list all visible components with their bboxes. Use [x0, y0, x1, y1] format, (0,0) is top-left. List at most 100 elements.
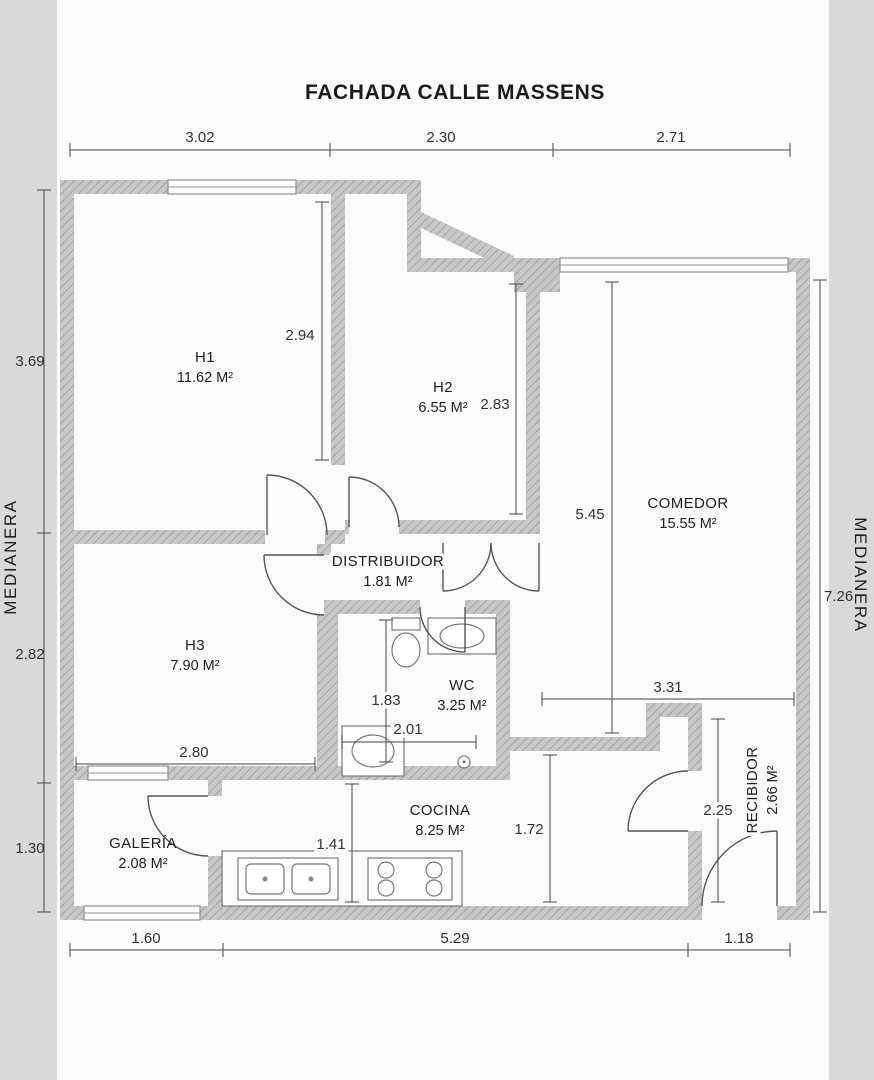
dim-left-1: 3.69 [15, 353, 44, 370]
dim-comedor-left: 5.45 [575, 506, 604, 523]
dim-cocina-left: 1.41 [316, 836, 345, 853]
window-h3-galeria [87, 765, 169, 781]
room-label-recibidor: RECIBIDOR [744, 747, 761, 834]
bottom-wall-c [777, 906, 810, 920]
bottom-wall-b [200, 906, 702, 920]
recibidor-left-wall-a [688, 717, 702, 771]
room-area-comedor: 15.55 M² [659, 516, 716, 532]
sink-drain-left-icon [262, 876, 268, 882]
comedor-bottom-wall [510, 737, 660, 751]
toilet-tank-icon [391, 617, 421, 631]
h2-bottom-wall [399, 520, 540, 534]
wc-top-wall-b [465, 600, 510, 614]
room-area-galeria: 2.08 M² [118, 856, 167, 872]
room-area-h1: 11.62 M² [177, 370, 233, 386]
dim-left-3: 1.30 [15, 840, 44, 857]
door-h3 [263, 554, 325, 616]
step-wall [407, 180, 421, 272]
interior-walls [60, 194, 702, 906]
recibidor-step-connector [646, 703, 660, 751]
window-comedor [559, 257, 789, 273]
right-wall [796, 258, 810, 920]
burner-icon [425, 861, 443, 879]
double-door-comedor [442, 542, 540, 592]
dimension-lines [37, 143, 827, 957]
room-area-wc: 3.25 M² [437, 698, 486, 714]
left-wall [60, 180, 74, 920]
window-galeria [83, 905, 201, 921]
kitchen-counter-icon [221, 850, 463, 907]
toilet-bowl-icon [391, 632, 421, 668]
dim-h2-right: 2.83 [480, 396, 509, 413]
dim-left-2: 2.82 [15, 646, 44, 663]
bottom-wall-a [60, 906, 84, 920]
wc-left-wall [324, 600, 338, 780]
dim-top-1: 3.02 [185, 129, 214, 146]
room-label-wc: WC [449, 677, 475, 694]
room-label-h1: H1 [195, 349, 215, 366]
sink-drain-right-icon [308, 876, 314, 882]
left-margin-strip [0, 0, 57, 1080]
windows [83, 179, 789, 921]
divider-block [514, 272, 560, 292]
window-h1 [167, 179, 297, 195]
wc-top-wall-a [324, 600, 420, 614]
room-label-h2: H2 [433, 379, 453, 396]
room-area-cocina: 8.25 M² [415, 823, 464, 839]
dim-top-3: 2.71 [656, 129, 685, 146]
door-h2 [348, 476, 400, 528]
galeria-cocina-wall-a [208, 780, 222, 796]
room-label-distribuidor: DISTRIBUIDOR [332, 553, 444, 570]
dim-h3-width: 2.80 [179, 744, 208, 761]
h2-comedor-wall [526, 272, 540, 534]
wc-sink-icon [439, 623, 485, 649]
basin-bowl-icon [351, 734, 395, 768]
room-area-distribuidor: 1.81 M² [363, 574, 412, 590]
kitchen-fixtures [221, 850, 463, 907]
dim-wc-height: 1.83 [371, 692, 400, 709]
h1-h3-wall-a [60, 530, 265, 544]
dim-top-2: 2.30 [426, 129, 455, 146]
burner-icon [425, 879, 443, 897]
door-galeria [147, 795, 209, 857]
h1-h3-wall-b [325, 530, 345, 544]
h2-bottom-wall-stub [345, 520, 349, 534]
dim-wc-width: 2.01 [393, 721, 422, 738]
dim-right-1: 7.26 [824, 588, 853, 605]
recibidor-left-wall-b [688, 831, 702, 906]
drawing-title: FACHADA CALLE MASSENS [305, 81, 605, 104]
wc-right-wall [496, 614, 510, 780]
party-wall-label-left: MEDIANERA [1, 499, 20, 614]
chamfer-wall [421, 212, 514, 272]
room-label-comedor: COMEDOR [647, 495, 728, 512]
door-h1 [266, 474, 328, 536]
room-label-galeria: GALERÍA [109, 835, 177, 852]
entry-door [701, 830, 778, 907]
dim-bottom-3: 1.18 [724, 930, 753, 947]
dim-recibidor-height: 2.25 [703, 802, 732, 819]
dim-h1-right: 2.94 [285, 327, 314, 344]
stove-icon [367, 857, 453, 901]
galeria-cocina-wall-b [208, 856, 222, 906]
dim-cocina-right: 1.72 [514, 821, 543, 838]
burner-icon [377, 879, 395, 897]
room-label-cocina: COCINA [410, 802, 471, 819]
room-area-h2: 6.55 M² [418, 400, 467, 416]
wc-fixtures [341, 617, 497, 777]
h3-right-wall-a [317, 544, 331, 555]
burner-icon [377, 861, 395, 879]
dim-bottom-1: 1.60 [131, 930, 160, 947]
door-wc [419, 606, 466, 653]
room-label-h3: H3 [185, 637, 205, 654]
door-recibidor-cocina [627, 770, 689, 832]
room-area-recibidor: 2.66 M² [765, 765, 781, 814]
room-area-h3: 7.90 M² [170, 658, 219, 674]
dim-bottom-2: 5.29 [440, 930, 469, 947]
drain-dot-icon [462, 760, 466, 764]
right-margin-strip [829, 0, 874, 1080]
doors [147, 474, 778, 907]
room-labels: H1 11.62 M² H2 6.55 M² H3 7.90 M² DISTRI… [109, 349, 784, 872]
party-wall-label-right: MEDIANERA [851, 517, 870, 632]
